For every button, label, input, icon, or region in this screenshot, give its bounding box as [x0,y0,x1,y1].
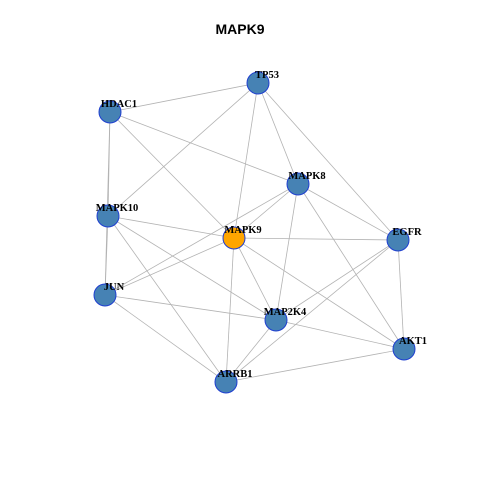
node-label-arrb1: ARRB1 [217,369,252,380]
edge-mapk8-map2k4 [275,183,299,321]
edge-mapk9-arrb1 [225,237,235,383]
node-label-mapk9: MAPK9 [224,225,261,236]
node-label-hdac1: HDAC1 [101,99,137,110]
node-mapk9 [222,226,246,250]
edge-arrb1-akt1 [225,348,405,383]
node-map2k4 [264,308,288,332]
node-label-egfr: EGFR [392,227,422,238]
node-mapk8 [286,172,310,196]
node-label-map2k4: MAP2K4 [264,307,307,318]
edge-mapk8-akt1 [297,183,405,350]
node-label-jun: JUN [104,282,125,293]
graph-title: MAPK9 [215,21,265,37]
edge-mapk8-jun [104,183,299,296]
edge-mapk10-mapk9 [107,215,235,239]
edges-layer [104,82,405,383]
edge-jun-map2k4 [104,294,277,321]
edge-tp53-egfr [257,82,399,241]
edge-mapk9-egfr [233,237,399,241]
edge-mapk8-mapk9 [233,183,299,239]
node-tp53 [246,71,270,95]
edge-mapk10-arrb1 [107,215,227,383]
node-egfr [386,228,410,252]
node-hdac1 [98,100,122,124]
edge-map2k4-akt1 [275,319,405,350]
edge-mapk9-akt1 [233,237,405,350]
nodes-layer [93,71,416,394]
edge-hdac1-mapk9 [109,111,235,239]
edge-egfr-arrb1 [225,239,399,383]
node-label-mapk8: MAPK8 [288,171,325,182]
node-arrb1 [214,370,238,394]
edge-jun-arrb1 [104,294,227,383]
edge-mapk9-map2k4 [233,237,277,321]
edge-mapk10-jun [104,215,109,296]
node-mapk10 [96,204,120,228]
edge-map2k4-arrb1 [225,319,277,383]
edge-mapk10-map2k4 [107,215,277,321]
edge-egfr-akt1 [397,239,405,350]
edge-tp53-mapk9 [233,82,259,239]
edge-egfr-map2k4 [275,239,399,321]
node-akt1 [392,337,416,361]
node-jun [93,283,117,307]
edge-hdac1-mapk8 [109,111,299,185]
edge-tp53-mapk10 [107,82,259,217]
node-label-tp53: TP53 [255,70,279,81]
node-label-akt1: AKT1 [399,336,427,347]
edge-mapk8-egfr [297,183,399,241]
node-label-mapk10: MAPK10 [96,203,139,214]
edge-mapk9-jun [104,237,235,296]
edge-hdac1-tp53 [109,82,259,113]
edge-tp53-mapk8 [257,82,299,185]
